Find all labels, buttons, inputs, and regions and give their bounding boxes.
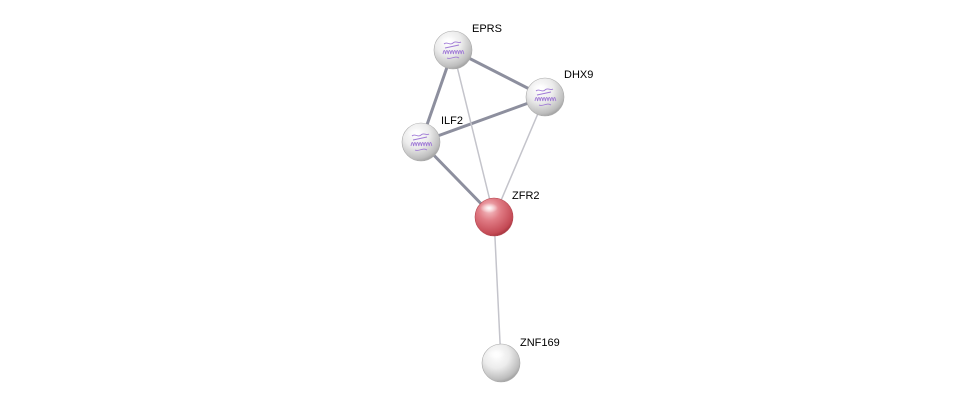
node-dhx9[interactable]: DHX9 <box>526 69 593 116</box>
node-highlight <box>480 203 498 213</box>
edge-ilf2-dhx9[interactable] <box>421 97 545 142</box>
edge-eprs-zfr2[interactable] <box>453 50 494 217</box>
node-highlight <box>487 349 505 359</box>
edge-zfr2-znf169[interactable] <box>494 217 501 363</box>
node-ilf2[interactable]: ILF2 <box>402 115 463 161</box>
node-znf169-label[interactable]: ZNF169 <box>520 337 560 349</box>
node-eprs-ball[interactable] <box>434 31 472 69</box>
node-eprs[interactable]: EPRS <box>434 23 502 69</box>
node-zfr2-ball[interactable] <box>475 198 513 236</box>
node-znf169[interactable]: ZNF169 <box>482 337 560 382</box>
node-zfr2-label[interactable]: ZFR2 <box>512 190 540 202</box>
node-znf169-ball[interactable] <box>482 344 520 382</box>
node-ilf2-label[interactable]: ILF2 <box>441 115 463 127</box>
node-dhx9-label[interactable]: DHX9 <box>564 69 593 81</box>
node-ilf2-ball[interactable] <box>402 123 440 161</box>
node-highlight <box>439 36 457 46</box>
node-highlight <box>407 128 425 138</box>
node-highlight <box>531 83 549 93</box>
node-zfr2[interactable]: ZFR2 <box>475 190 540 236</box>
node-dhx9-ball[interactable] <box>526 78 564 116</box>
node-eprs-label[interactable]: EPRS <box>472 23 502 35</box>
